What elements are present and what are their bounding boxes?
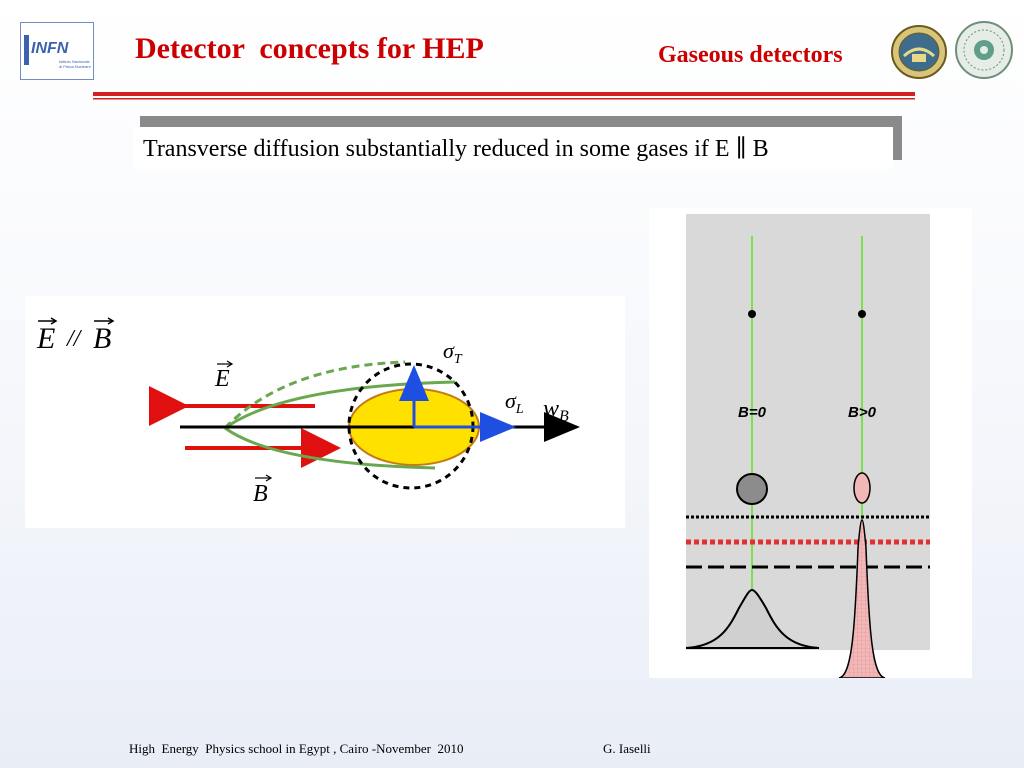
ionization-point-b0 [748,310,756,318]
university-seal-icon [890,24,948,80]
magnetic-field-comparison: B=0 B>0 [649,208,972,679]
logo-text: INFN [31,40,69,57]
svg-text:E: E [36,322,55,355]
svg-text:B: B [253,481,268,507]
b-field-label: B [253,474,273,507]
distribution-bgt0 [838,519,886,679]
sigma-l-label: σL [505,388,524,417]
header-divider [93,88,915,100]
slide-title: Detector concepts for HEP [135,32,484,65]
logo-subtext-1: Istituto Nazionale [59,59,90,64]
ionization-point-bgt0 [858,310,866,318]
label-b0: B=0 [738,404,767,421]
footer-event: High Energy Physics school in Egypt , Ca… [129,741,464,756]
infn-logo-graphic: INFN Istituto Nazionale di Fisica Nuclea… [24,35,92,69]
infn-logo: INFN Istituto Nazionale di Fisica Nuclea… [20,22,94,80]
diffusion-envelope-lower [224,426,436,470]
statement-text: Transverse diffusion substantially reduc… [143,136,769,162]
label-bgt0: B>0 [848,404,877,421]
sigma-t-label: σT [443,338,463,367]
svg-text://: // [65,326,83,352]
cloud-b0 [736,473,768,505]
svg-text:E: E [214,366,230,392]
footer-author: G. Iaselli [603,741,651,756]
slide-subtitle: Gaseous detectors [658,42,843,68]
drift-region-background [686,214,930,650]
statement-box [133,127,893,169]
logo-subtext-2: di Fisica Nucleare [59,64,92,69]
polytechnic-seal-icon [954,20,1014,80]
drift-velocity-label: wB [543,396,569,425]
e-field-label: E [214,360,234,392]
cloud-bgt0 [853,472,871,504]
svg-text:B: B [93,322,111,355]
distribution-b0 [685,588,820,649]
condition-label: E // B [36,317,115,355]
diffusion-diagram: E // B E B [25,296,625,528]
